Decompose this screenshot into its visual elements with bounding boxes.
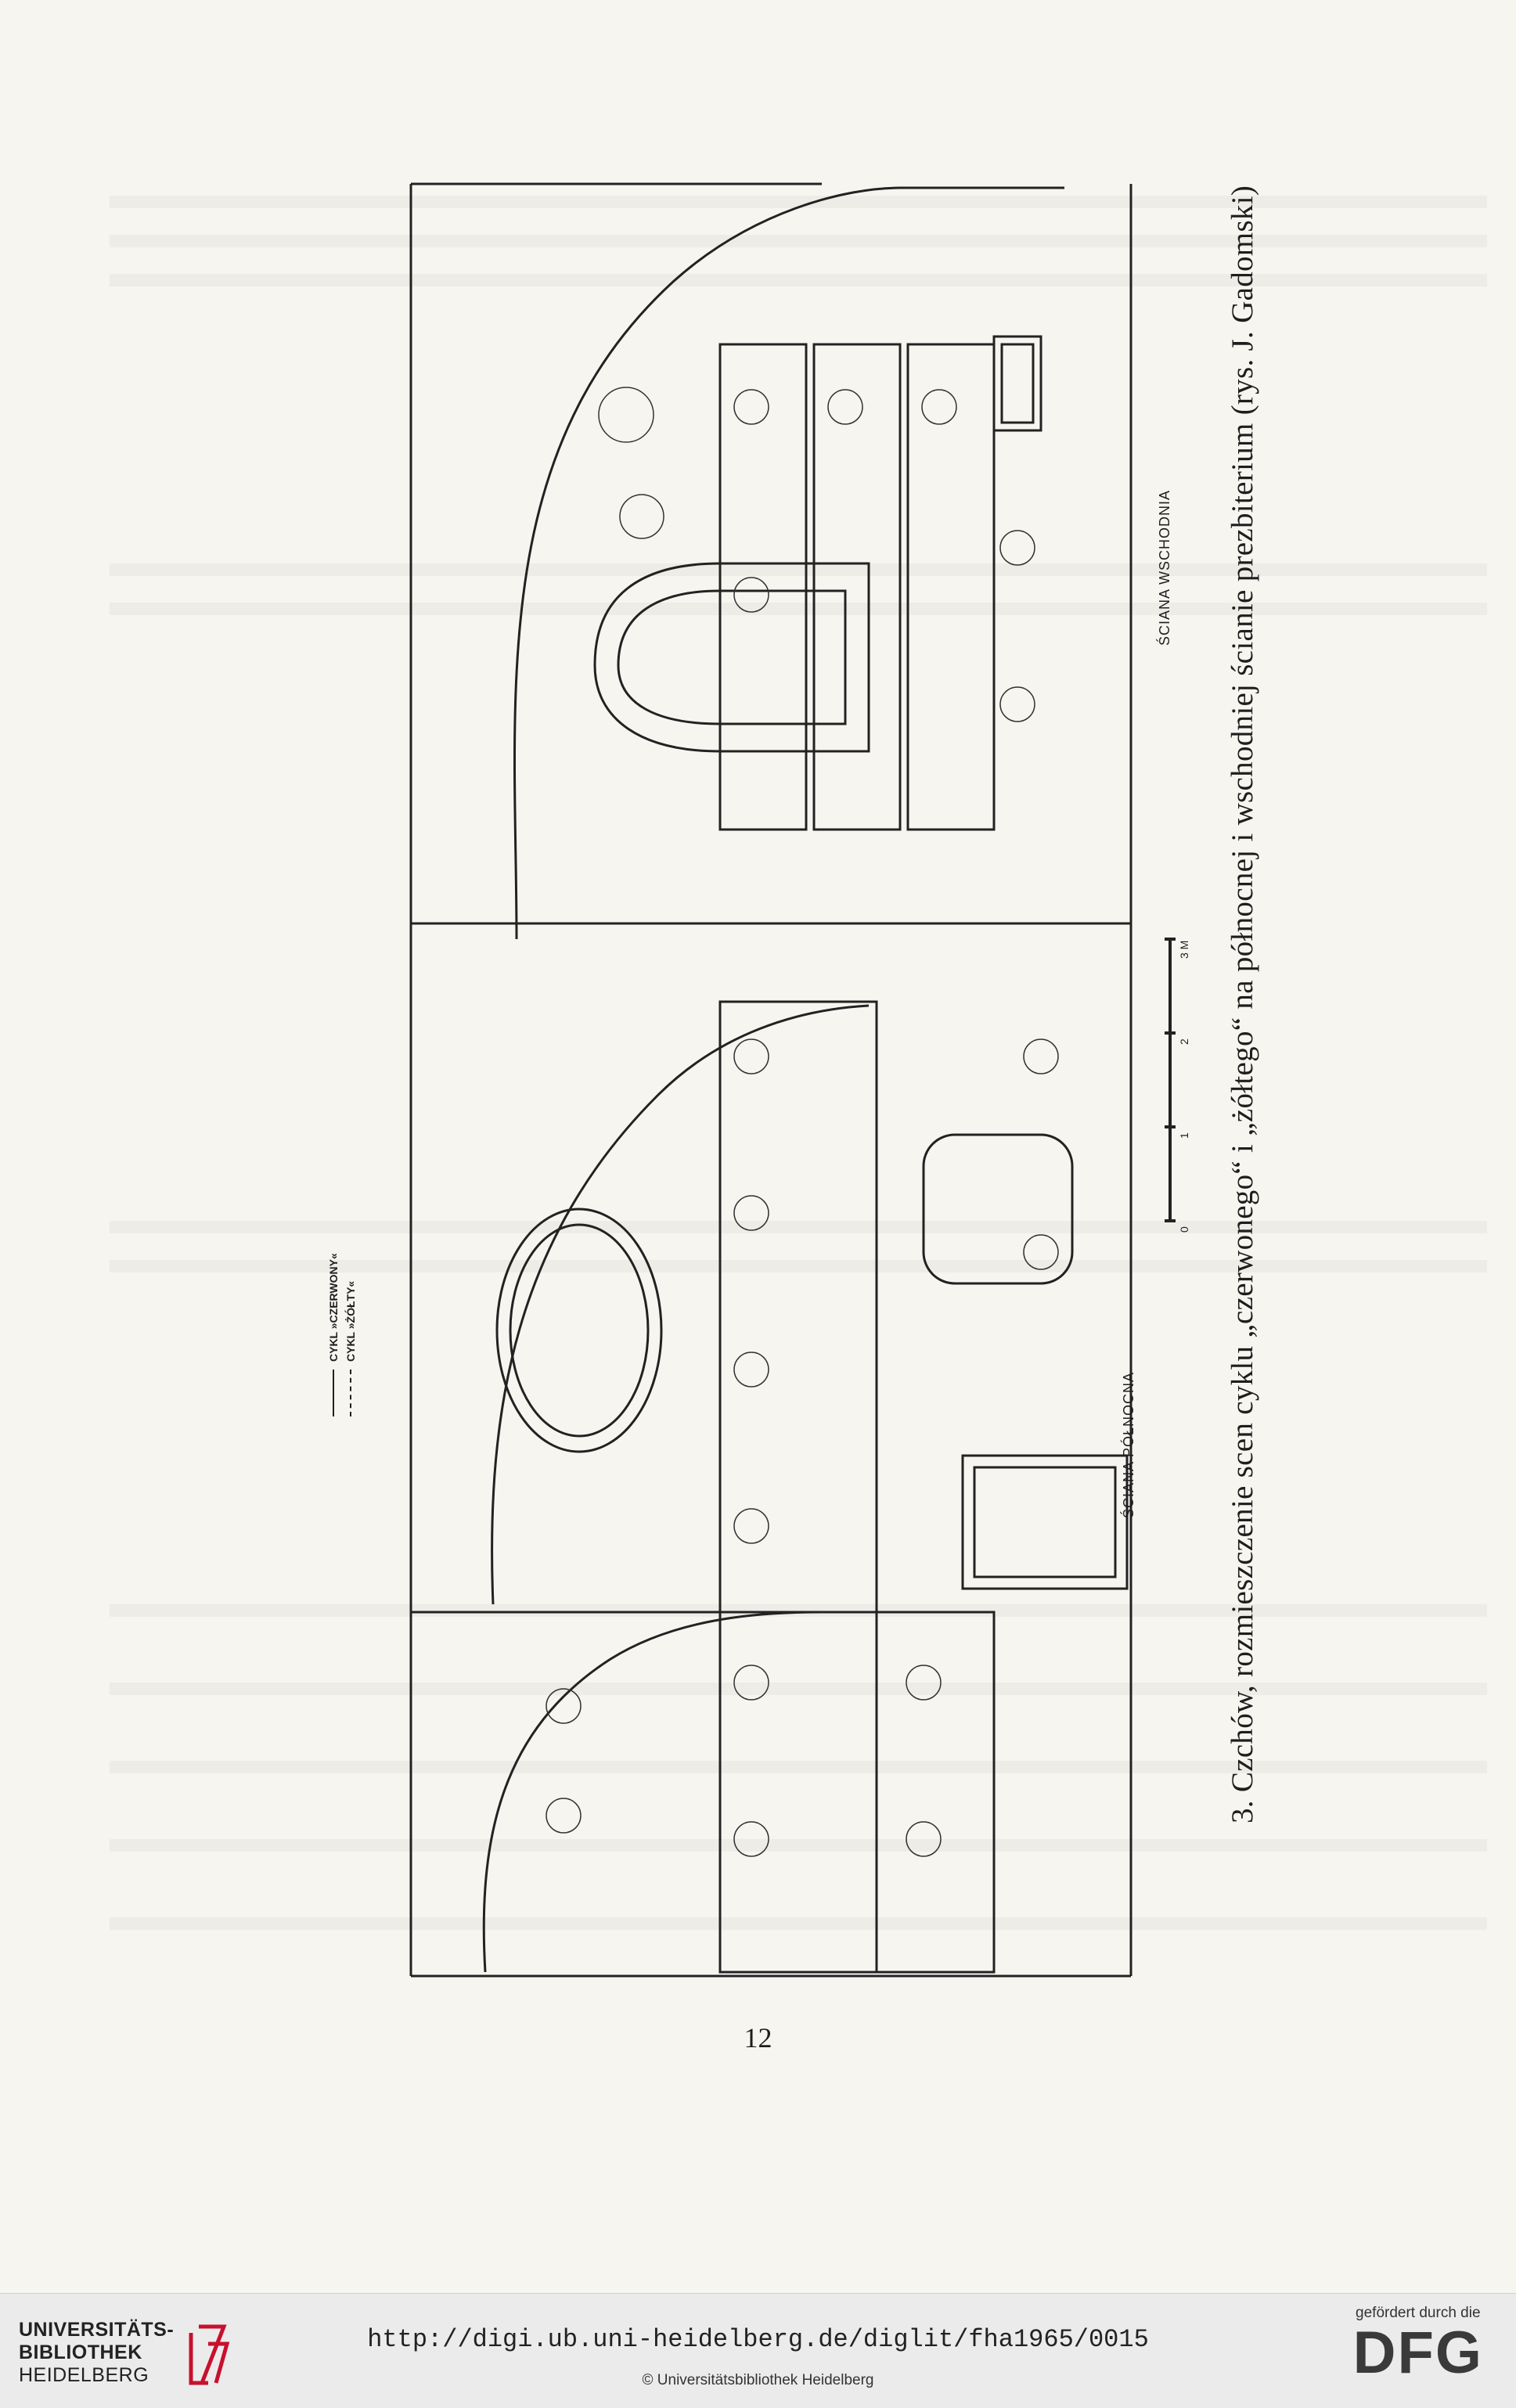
wall-label-north: ŚCIANA PÓŁNOCNA <box>1121 1371 1136 1518</box>
library-mark-icon <box>189 2324 230 2385</box>
library-line-2: BIBLIOTHEK <box>19 2341 142 2363</box>
presbytery-wall-drawing <box>409 182 1176 1978</box>
legend-red: CYKL »CZERWONY« <box>327 1253 340 1362</box>
copyright-notice: © Universitätsbibliothek Heidelberg <box>642 2372 874 2388</box>
permalink-url[interactable]: http://digi.ub.uni-heidelberg.de/diglit/… <box>367 2325 1149 2354</box>
dfg-logo-block[interactable]: gefördert durch die DFG <box>1353 2305 1483 2385</box>
library-name: UNIVERSITÄTS- BIBLIOTHEK HEIDELBERG <box>19 2319 174 2387</box>
cycle-legend: CYKL »CZERWONY« CYKL »ŻÓŁTY« <box>325 1253 359 1416</box>
scale-tick-0: 0 <box>1178 1226 1190 1233</box>
legend-line-red <box>333 1370 334 1416</box>
legend-yellow: CYKL »ŻÓŁTY« <box>344 1280 357 1362</box>
wall-label-east: ŚCIANA WSCHODNIA <box>1157 489 1172 646</box>
scale-tick-3: 3 M <box>1178 940 1190 959</box>
page-number: 12 <box>744 2022 772 2053</box>
scale-tick-1: 1 <box>1178 1132 1190 1139</box>
library-logo[interactable]: UNIVERSITÄTS- BIBLIOTHEK HEIDELBERG <box>19 2317 232 2388</box>
dfg-logo: DFG <box>1352 2320 1483 2386</box>
legend-line-yellow <box>350 1370 351 1416</box>
scale-tick-2: 2 <box>1178 1038 1190 1045</box>
book-page: CYKL »CZERWONY« CYKL »ŻÓŁTY« ŚCIANA WSCH… <box>325 182 1259 2053</box>
library-line-3: HEIDELBERG <box>19 2363 149 2386</box>
funded-by-text: gefördert durch die <box>1356 2305 1481 2321</box>
library-line-1: UNIVERSITÄTS- <box>19 2318 175 2341</box>
figure-caption: 3. Czchów, rozmieszczenie scen cyklu „cz… <box>1226 185 1259 1823</box>
viewer-footer: UNIVERSITÄTS- BIBLIOTHEK HEIDELBERG http… <box>0 2293 1516 2408</box>
